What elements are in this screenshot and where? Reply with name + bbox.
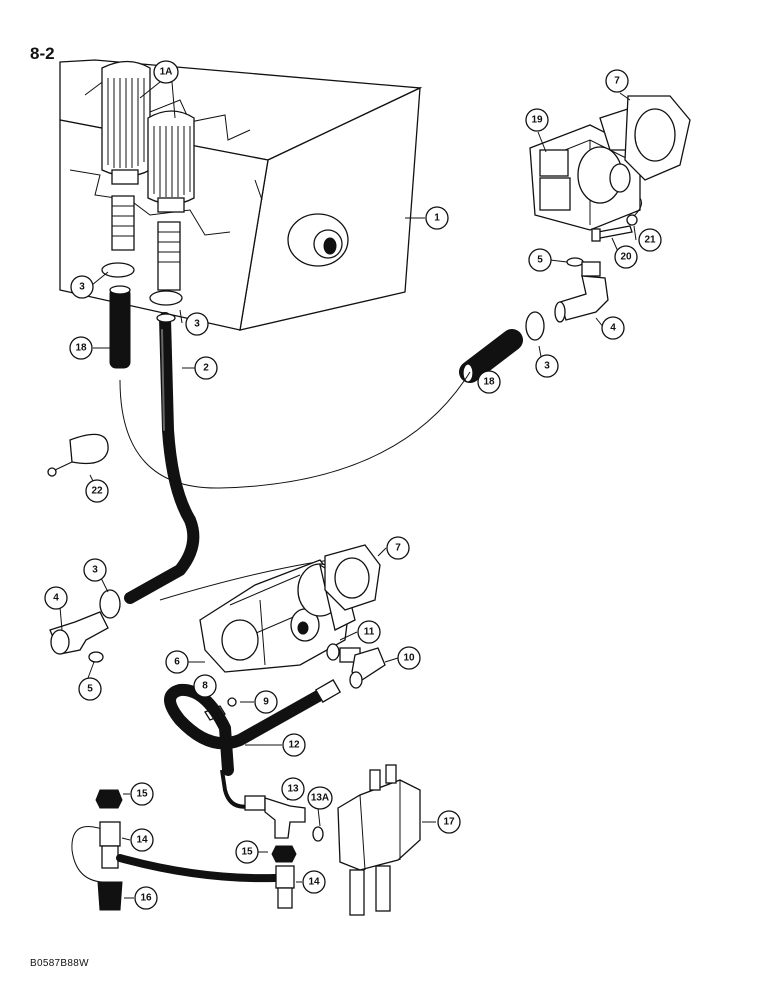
hose-18-left	[109, 285, 131, 369]
callout-9: 9	[254, 690, 278, 714]
svg-text:22: 22	[91, 486, 103, 497]
o-ring-11	[326, 643, 340, 661]
coupler-14-upper	[99, 821, 121, 869]
callout-1: 1	[425, 206, 449, 230]
svg-text:16: 16	[140, 893, 152, 904]
callout-22: 22	[85, 479, 109, 503]
svg-text:11: 11	[364, 627, 375, 638]
nut-15-lower	[271, 845, 297, 863]
svg-text:15: 15	[241, 847, 253, 858]
callout-3-clamp-right: 3	[535, 354, 559, 378]
elbow-fitting-10	[339, 647, 386, 689]
callout-4-lower: 4	[44, 586, 68, 610]
hose-clamps	[99, 262, 545, 619]
callout-6: 6	[165, 650, 189, 674]
svg-text:18: 18	[483, 377, 495, 388]
o-ring-lower	[88, 651, 104, 663]
callout-10: 10	[397, 646, 421, 670]
svg-text:1: 1	[434, 213, 440, 224]
svg-text:3: 3	[92, 565, 98, 576]
callout-13: 13	[281, 777, 305, 801]
nut-15-upper	[95, 789, 123, 809]
callout-5-lower: 5	[78, 677, 102, 701]
callout-16: 16	[134, 886, 158, 910]
callout-3-clamp-left: 3	[70, 275, 94, 299]
gasket-upper	[624, 95, 691, 181]
callout-15-upper: 15	[130, 782, 154, 806]
callout-7-lower: 7	[386, 536, 410, 560]
svg-text:20: 20	[620, 252, 632, 263]
tee-fitting	[244, 795, 306, 839]
reference-code: B0587B88W	[30, 958, 89, 969]
callout-5-upper: 5	[528, 248, 552, 272]
callout-14-lower: 14	[302, 870, 326, 894]
svg-text:21: 21	[644, 235, 656, 246]
callout-20: 20	[614, 245, 638, 269]
svg-text:3: 3	[194, 319, 200, 330]
callout-18-left: 18	[69, 336, 93, 360]
leader-lines	[59, 81, 637, 899]
svg-text:13A: 13A	[311, 793, 329, 804]
svg-text:19: 19	[531, 115, 543, 126]
elbow-fitting-lower	[49, 611, 109, 655]
cap-lanyard	[71, 825, 111, 883]
o-ring-upper	[566, 257, 584, 267]
callout-13a: 13A	[307, 786, 333, 810]
callout-1a: 1A	[153, 60, 179, 84]
svg-text:3: 3	[544, 361, 550, 372]
svg-text:5: 5	[537, 255, 543, 266]
hose-strap	[47, 433, 109, 477]
gasket-lower	[324, 544, 381, 611]
svg-text:5: 5	[87, 684, 93, 695]
svg-text:3: 3	[79, 282, 85, 293]
page-number: 8-2	[30, 44, 55, 63]
svg-text:7: 7	[395, 543, 401, 554]
svg-text:12: 12	[288, 740, 300, 751]
callout-8: 8	[193, 674, 217, 698]
svg-text:18: 18	[75, 343, 87, 354]
suction-tubes	[111, 195, 181, 291]
callout-12: 12	[282, 733, 306, 757]
callout-21: 21	[638, 228, 662, 252]
bolt-and-washer	[591, 197, 642, 242]
hose-2	[124, 312, 200, 604]
callout-3-clamp-center: 3	[185, 312, 209, 336]
svg-text:1A: 1A	[160, 67, 173, 78]
svg-text:8: 8	[202, 681, 208, 692]
svg-text:6: 6	[174, 657, 180, 668]
svg-text:14: 14	[136, 835, 148, 846]
svg-text:9: 9	[263, 697, 269, 708]
svg-text:4: 4	[610, 323, 616, 334]
svg-text:4: 4	[53, 593, 59, 604]
callout-17: 17	[437, 810, 461, 834]
callout-4-upper: 4	[601, 316, 625, 340]
callout-7-upper: 7	[605, 69, 629, 93]
pressure-hose-12	[164, 679, 342, 776]
callout-2: 2	[194, 356, 218, 380]
suction-filter	[101, 60, 195, 213]
svg-text:13: 13	[287, 784, 299, 795]
callout-18-right: 18	[477, 370, 501, 394]
control-valve	[337, 764, 421, 916]
callout-11: 11	[357, 620, 381, 644]
upper-gear-pump	[529, 104, 661, 231]
coupler-14-lower	[275, 865, 295, 909]
callout-3-clamp-lower: 3	[83, 558, 107, 582]
svg-text:2: 2	[203, 363, 209, 374]
callout-14-upper: 14	[130, 828, 154, 852]
elbow-fitting-upper	[554, 261, 609, 323]
svg-text:15: 15	[136, 789, 148, 800]
o-ring-13a	[312, 826, 324, 842]
hose-to-coupler	[116, 854, 279, 883]
phantom-route-line	[119, 371, 471, 489]
svg-text:7: 7	[614, 76, 620, 87]
callout-15-lower: 15	[235, 840, 259, 864]
dust-cap-16	[97, 881, 123, 911]
callout-19: 19	[525, 108, 549, 132]
svg-text:17: 17	[443, 817, 455, 828]
svg-text:10: 10	[403, 653, 415, 664]
hose-18-right	[459, 329, 523, 383]
svg-text:14: 14	[308, 877, 320, 888]
